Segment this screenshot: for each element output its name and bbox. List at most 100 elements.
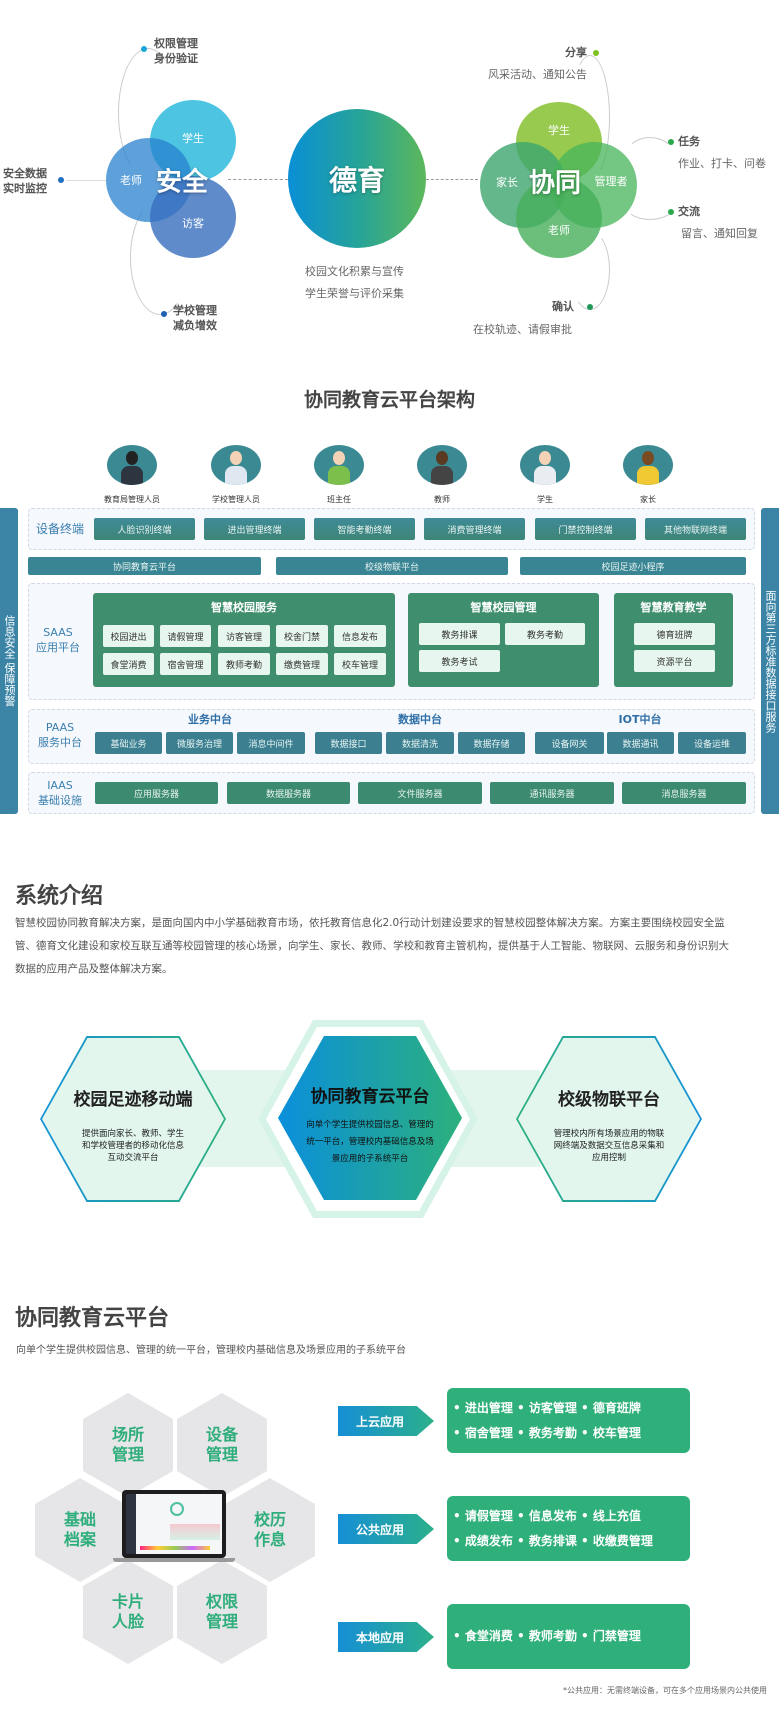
callout-desc: 作业、打卡、问卷 (678, 157, 766, 170)
hex-desc: 管理校内所有场景应用的物联网终端及数据交互信息采集和应用控制 (553, 1129, 665, 1163)
saas-item: 缴费管理 (276, 653, 328, 675)
app-line: • 进出管理 • 访客管理 • 德育班牌 (453, 1401, 641, 1415)
laptop-screen (122, 1490, 226, 1558)
saas-item: 教务排课 (419, 623, 500, 645)
avatar (520, 445, 570, 485)
dot (141, 46, 147, 52)
laptop-base (113, 1558, 235, 1562)
hex-mobile-inner (42, 1038, 224, 1200)
dot (668, 209, 674, 215)
role-label: 家长 (640, 495, 656, 504)
saas-item: 教务考勤 (505, 623, 585, 645)
layer-label: IAAS 基础设施 (38, 779, 82, 807)
avatar (107, 445, 157, 485)
circle-label: 家长 (496, 176, 518, 189)
panel-title: 智慧校园服务 (211, 601, 277, 614)
app-tag: 上云应用 (338, 1406, 434, 1436)
module-hex: 设备 管理 (177, 1393, 267, 1497)
iaas-item: 应用服务器 (95, 782, 218, 804)
group-title: 数据中台 (398, 713, 442, 726)
module-hex: 卡片 人脸 (83, 1560, 173, 1664)
paas-item: 设备网关 (535, 732, 604, 754)
connector-arc (625, 137, 675, 177)
saas-item: 食堂消费 (103, 653, 154, 675)
role-label: 班主任 (327, 495, 351, 504)
moral-line: 学生荣誉与评价采集 (305, 287, 404, 300)
paas-item: 消息中间件 (237, 732, 305, 754)
callout-title: 交流 (678, 205, 700, 218)
module-hex: 权限 管理 (177, 1560, 267, 1664)
circle-teacher (516, 177, 602, 258)
dot (161, 311, 167, 317)
layer-label: SAAS 应用平台 (36, 626, 80, 654)
safety-title: 安全 (155, 167, 209, 198)
paas-item: 数据存储 (458, 732, 525, 754)
hex-iot-inner (518, 1038, 700, 1200)
app-line: • 宿舍管理 • 教务考勤 • 校车管理 (453, 1426, 641, 1440)
app-line: • 请假管理 • 信息发布 • 线上充值 (453, 1509, 641, 1523)
hex-desc: 向单个学生提供校园信息、管理的统一平台，管理校内基础信息及场景应用的子系统平台 (306, 1120, 434, 1164)
saas-item: 校园进出 (103, 625, 154, 647)
dot (587, 304, 593, 310)
callout-title: 权限管理 身份验证 (154, 37, 198, 65)
saas-item: 资源平台 (634, 650, 715, 672)
callout-title: 任务 (678, 135, 700, 148)
connector-arc (625, 190, 675, 220)
callout-desc: 留言、通知回复 (681, 227, 758, 240)
iaas-item: 通讯服务器 (490, 782, 614, 804)
avatar (211, 445, 261, 485)
module-hex: 基础 档案 (35, 1478, 125, 1582)
dashboard-image (126, 1494, 222, 1554)
platform-subtitle: 向单个学生提供校园信息、管理的统一平台，管理校内基础信息及场景应用的子系统平台 (16, 1345, 406, 1356)
saas-item: 校车管理 (334, 653, 386, 675)
saas-item: 请假管理 (160, 625, 211, 647)
group-title: IOT中台 (618, 713, 662, 726)
connector-line (66, 180, 106, 181)
app-list: • 进出管理 • 访客管理 • 德育班牌 • 宿舍管理 • 教务考勤 • 校车管… (447, 1388, 690, 1453)
callout-title: 学校管理 减负增效 (173, 304, 217, 332)
dot (58, 177, 64, 183)
connector-arc (570, 55, 610, 180)
paas-item: 数据通讯 (607, 732, 674, 754)
arch-title: 协同教育云平台架构 (303, 389, 475, 411)
paas-item: 微服务治理 (166, 732, 233, 754)
saas-item: 访客管理 (218, 625, 270, 647)
circle-visitor (150, 176, 236, 258)
app-line: • 食堂消费 • 教师考勤 • 门禁管理 (453, 1629, 641, 1643)
platform-bar: 校园足迹小程序 (520, 557, 746, 575)
circle-label: 老师 (120, 174, 142, 187)
circle-label: 访客 (182, 217, 204, 230)
platform-bar: 校级物联平台 (276, 557, 508, 575)
hex-title: 校级物联平台 (558, 1090, 660, 1110)
collab-title: 协同 (528, 168, 582, 199)
saas-item: 信息发布 (334, 625, 386, 647)
saas-item: 教师考勤 (218, 653, 270, 675)
role-label: 教师 (434, 495, 450, 504)
layer-label: PAAS 服务中台 (38, 721, 82, 749)
module-hex: 校历 作息 (225, 1478, 315, 1582)
saas-item: 校舍门禁 (276, 625, 328, 647)
circle-label: 老师 (548, 224, 570, 237)
callout-title: 分享 (565, 46, 587, 59)
module-hex: 场所 管理 (83, 1393, 173, 1497)
role-label: 学生 (537, 495, 553, 504)
footnote: *公共应用：无需终端设备，可在多个应用场景内公共使用 (563, 1686, 767, 1695)
role-label: 学校管理人员 (212, 495, 260, 504)
api-side-bar: 面向第三方标准数据接口服务 (761, 508, 779, 814)
callout-desc: 在校轨迹、请假审批 (473, 323, 572, 336)
device-item: 人脸识别终端 (94, 518, 195, 540)
device-item: 智能考勤终端 (314, 518, 415, 540)
iaas-item: 消息服务器 (622, 782, 746, 804)
circle-label: 学生 (548, 124, 570, 137)
paas-item: 数据清洗 (386, 732, 454, 754)
paas-item: 数据接口 (315, 732, 382, 754)
circle-label: 管理者 (594, 175, 628, 188)
layer-label: 设备终端 (36, 522, 85, 536)
circle-moral (288, 109, 426, 248)
dot (668, 139, 674, 145)
app-list: • 请假管理 • 信息发布 • 线上充值 • 成绩发布 • 教务排课 • 收缴费… (447, 1496, 690, 1561)
device-item: 门禁控制终端 (535, 518, 636, 540)
dashed-connector (426, 179, 478, 180)
connector-arc (118, 48, 178, 178)
dashed-connector (228, 179, 288, 180)
